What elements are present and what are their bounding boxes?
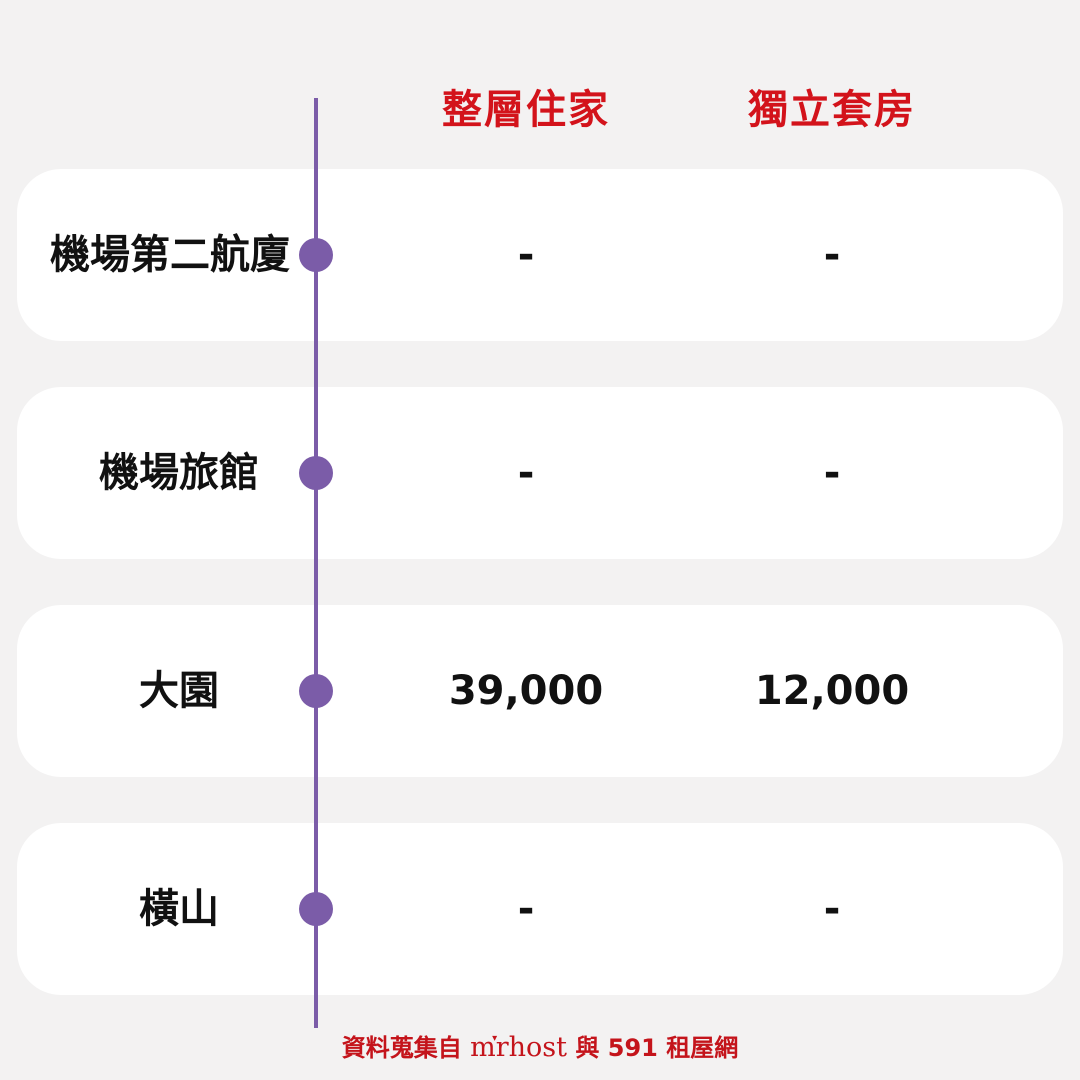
source-suffix: 與 591 租屋網 bbox=[575, 1034, 739, 1062]
table-row: 機場旅館 - - bbox=[17, 387, 1063, 559]
source-prefix: 資料蒐集自 bbox=[341, 1034, 462, 1062]
row-label: 機場第二航廈 bbox=[50, 232, 290, 278]
source-note: 資料蒐集自 ▾mrhost 與 591 租屋網 bbox=[0, 1028, 1080, 1068]
brand-mark-icon: ▾ bbox=[492, 1033, 498, 1044]
cell-whole-home: - bbox=[517, 886, 535, 932]
timeline-dot bbox=[299, 238, 333, 272]
cell-studio: - bbox=[823, 232, 841, 278]
mrhost-brand: ▾mrhost bbox=[470, 1032, 567, 1063]
timeline-dot bbox=[299, 674, 333, 708]
timeline-dot bbox=[299, 892, 333, 926]
table-row: 機場第二航廈 - - bbox=[17, 169, 1063, 341]
row-label: 機場旅館 bbox=[99, 450, 259, 496]
table-row: 大園 39,000 12,000 bbox=[17, 605, 1063, 777]
cell-studio: - bbox=[823, 886, 841, 932]
row-label: 橫山 bbox=[139, 886, 219, 932]
table-row: 橫山 - - bbox=[17, 823, 1063, 995]
brand-name: mrhost bbox=[470, 1032, 568, 1063]
cell-whole-home: - bbox=[517, 232, 535, 278]
cell-studio: 12,000 bbox=[754, 668, 910, 714]
timeline-dot bbox=[299, 456, 333, 490]
column-header-studio: 獨立套房 bbox=[748, 87, 916, 133]
column-header-whole-home: 整層住家 bbox=[442, 87, 610, 133]
cell-whole-home: - bbox=[517, 450, 535, 496]
cell-whole-home: 39,000 bbox=[448, 668, 604, 714]
cell-studio: - bbox=[823, 450, 841, 496]
row-label: 大園 bbox=[139, 668, 219, 714]
timeline-line bbox=[314, 98, 318, 1028]
